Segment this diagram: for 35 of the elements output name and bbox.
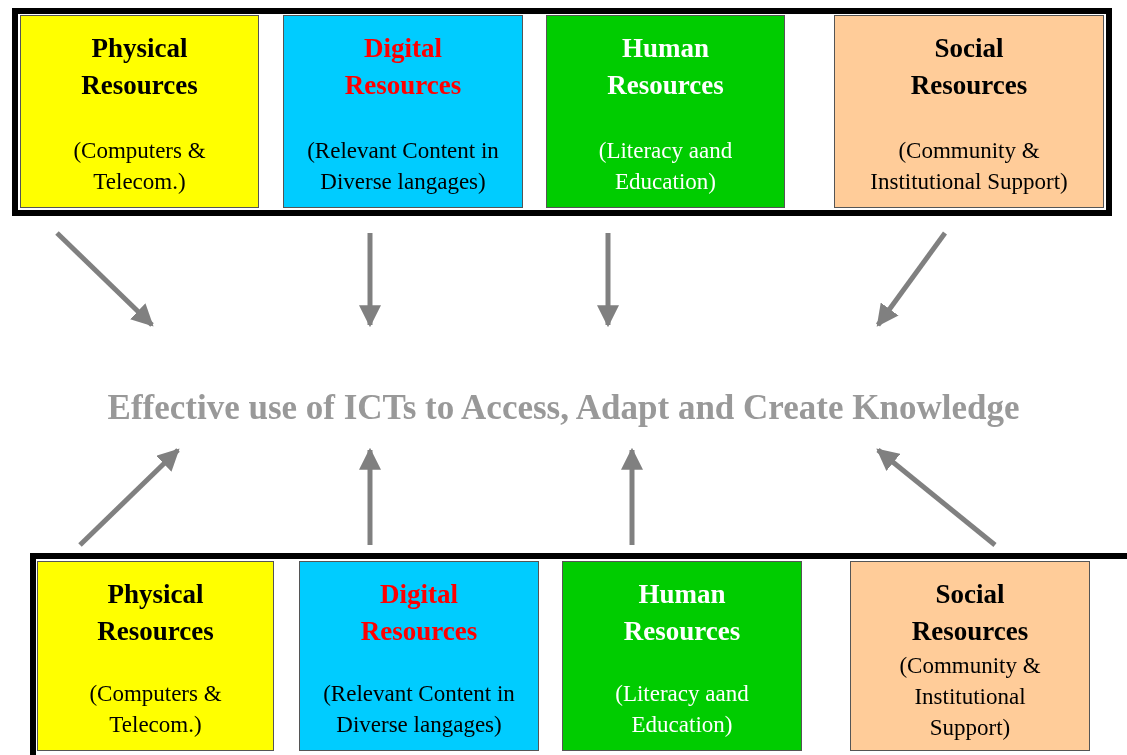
resource-box — [299, 561, 539, 751]
arrow — [875, 231, 948, 327]
box-description: (Literacy aand Education) — [614, 680, 750, 739]
resource-box — [546, 15, 785, 208]
arrow — [597, 233, 619, 328]
box-description: (Computers & Telecom.) — [88, 680, 223, 739]
box-description: (Computers & Telecom.) — [72, 137, 207, 196]
arrow — [359, 447, 381, 545]
frame-box — [30, 553, 1127, 755]
frame-box — [12, 8, 1112, 216]
box-description: (Relevant Content in Diverse langages) — [306, 137, 500, 196]
box-description: (Community & Institutional Support) — [898, 652, 1042, 742]
box-heading: Digital Resources — [359, 578, 479, 648]
arrow — [78, 448, 180, 547]
box-description: (Literacy aand Education) — [597, 137, 734, 196]
box-description: (Community & Institutional Support) — [869, 137, 1069, 196]
arrow — [876, 448, 997, 547]
resource-box — [37, 561, 274, 751]
box-heading: Human Resources — [606, 32, 725, 102]
arrow — [359, 233, 381, 328]
arrow — [55, 231, 154, 327]
box-heading: Physical Resources — [80, 32, 199, 102]
resource-box — [834, 15, 1104, 208]
resource-box — [283, 15, 523, 208]
box-heading: Digital Resources — [343, 32, 463, 102]
box-heading: Human Resources — [622, 578, 742, 648]
arrow — [621, 447, 643, 545]
box-heading: Physical Resources — [96, 578, 215, 648]
box-heading: Social Resources — [909, 32, 1029, 102]
box-description: (Relevant Content in Diverse langages) — [322, 680, 516, 739]
resource-box — [850, 561, 1090, 751]
resource-box — [562, 561, 802, 751]
central-statement: Effective use of ICTs to Access, Adapt and Create Knowledge — [0, 380, 1127, 436]
resource-box — [20, 15, 259, 208]
box-heading: Social Resources — [910, 578, 1030, 648]
